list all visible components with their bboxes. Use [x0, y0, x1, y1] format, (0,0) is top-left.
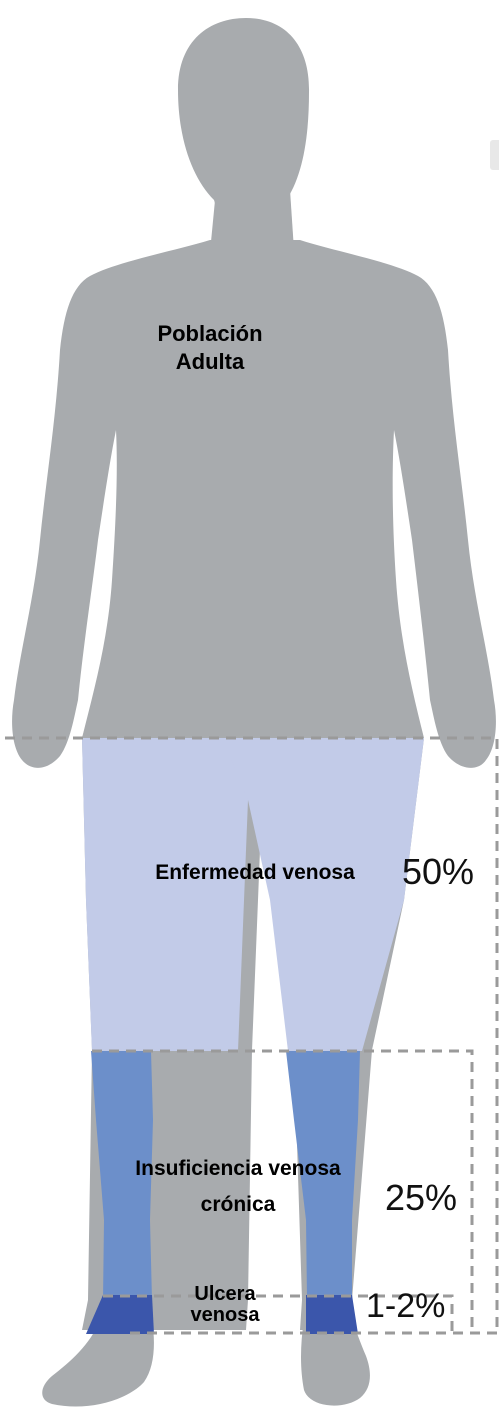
ulcera-venosa-label-line2: venosa	[190, 1304, 260, 1326]
ulcera-venosa-label-line1: Ulcera	[194, 1283, 256, 1305]
bracket-insuficiencia-venosa	[92, 1049, 474, 1333]
region-insuficiencia-venosa-cronica	[91, 1051, 360, 1295]
edge-tab-marker	[490, 140, 499, 170]
population-label: Población Adulta	[110, 320, 310, 375]
level-brackets	[5, 736, 499, 1335]
enfermedad-venosa-label: Enfermedad venosa	[155, 861, 355, 884]
population-label-line2: Adulta	[175, 348, 245, 374]
region-ulcera-venosa	[86, 1295, 358, 1334]
population-label-line1: Población	[157, 321, 263, 346]
insuficiencia-venosa-percent: 25%	[385, 1177, 458, 1218]
enfermedad-venosa-percent: 50%	[402, 851, 475, 892]
insuficiencia-venosa-label-line2: crónica	[200, 1193, 276, 1216]
bracket-enfermedad-venosa	[5, 736, 499, 1333]
insuficiencia-venosa-label-line1: Insuficiencia venosa	[135, 1157, 341, 1180]
bracket-ulcera-venosa	[103, 1294, 454, 1333]
ulcera-venosa-percent: 1-2%	[366, 1287, 446, 1325]
region-enfermedad-venosa	[82, 738, 424, 1051]
